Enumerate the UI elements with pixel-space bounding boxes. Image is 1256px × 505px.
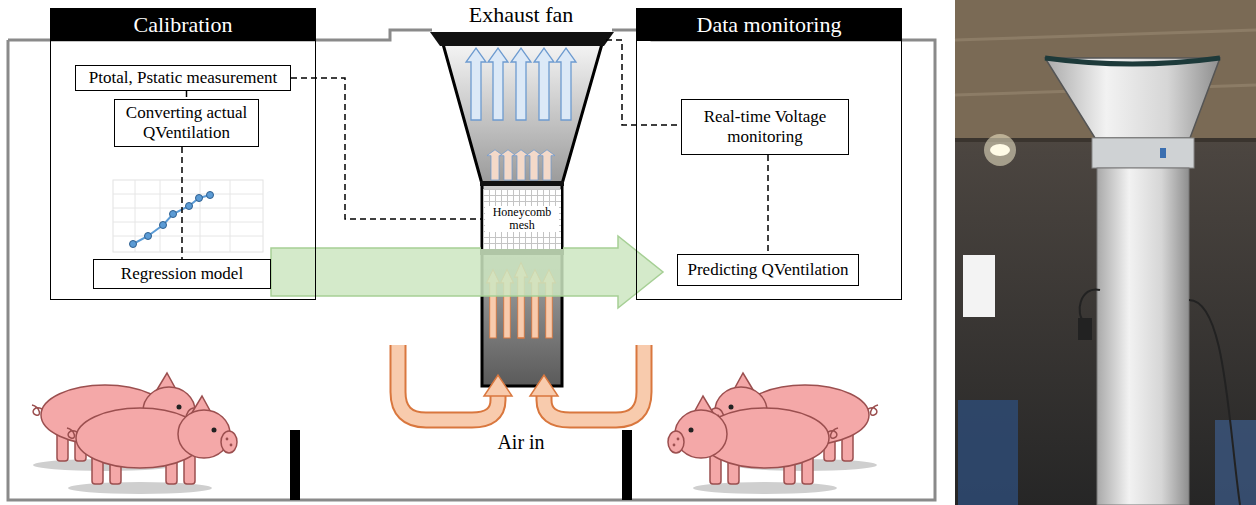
panel-header-bar: Data monitoring <box>637 9 901 41</box>
air-inlet-arrows <box>398 345 644 420</box>
fan-label: Exhaust fan <box>411 2 631 28</box>
pig <box>668 396 838 494</box>
mesh-frame <box>480 181 564 186</box>
signal-line <box>767 155 769 254</box>
signal-line <box>186 91 188 99</box>
airflow-arrows <box>466 48 576 120</box>
section-panel: Data monitoringReal-time Voltage monitor… <box>636 8 902 300</box>
box-text: Converting actual QVentilation <box>121 103 252 142</box>
panel-heading: Data monitoring <box>697 12 842 38</box>
flow-arrow <box>271 236 663 308</box>
process-box: Ptotal, Pstatic measurement <box>75 65 291 91</box>
airflow-arrows <box>487 150 555 180</box>
section-panel: CalibrationPtotal, Pstatic measurementCo… <box>50 8 316 300</box>
fan-funnel <box>443 44 602 184</box>
panel-heading: Calibration <box>134 12 233 38</box>
mesh-label: Honeycomb mesh <box>485 206 559 232</box>
process-box: Converting actual QVentilation <box>114 99 259 147</box>
pen-partition <box>622 430 632 500</box>
fan-label: Air in <box>411 431 631 454</box>
building-outline <box>8 30 935 500</box>
pig <box>67 396 237 494</box>
process-box: Real-time Voltage monitoring <box>681 99 849 155</box>
process-box: Predicting QVentilation <box>677 254 859 286</box>
signal-line <box>291 78 481 219</box>
panel-header-bar: Calibration <box>51 9 315 41</box>
mesh-region: Honeycomb mesh <box>481 189 563 249</box>
signal-line <box>606 40 681 125</box>
fan-rim <box>430 32 614 46</box>
box-text: Ptotal, Pstatic measurement <box>89 68 277 88</box>
exhaust-fan-illustration <box>398 32 644 420</box>
box-text: Regression model <box>121 264 243 284</box>
barn-photo <box>955 0 1256 505</box>
signal-line <box>181 147 183 259</box>
box-text: Real-time Voltage monitoring <box>688 107 842 146</box>
pen-partition <box>290 430 300 500</box>
pig-illustration <box>32 373 878 494</box>
box-text: Predicting QVentilation <box>687 260 848 280</box>
process-box: Regression model <box>93 259 271 289</box>
regression-chart-icon <box>113 180 263 252</box>
